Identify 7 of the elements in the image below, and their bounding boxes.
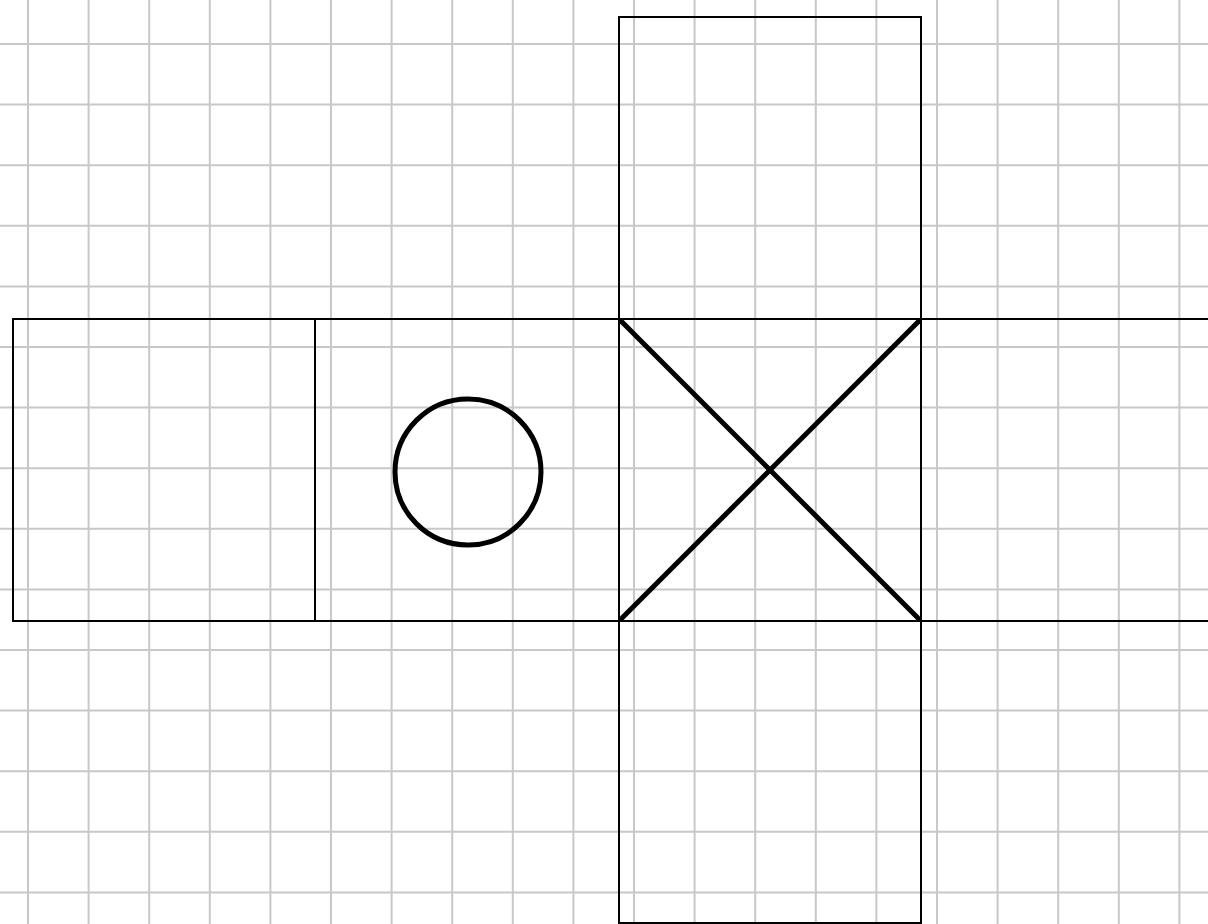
circle-mark xyxy=(392,396,544,548)
square-face xyxy=(618,620,922,924)
crossed-square xyxy=(618,318,922,622)
square-face xyxy=(618,16,922,320)
square-face xyxy=(920,318,1208,622)
square-face xyxy=(314,318,620,622)
square-face xyxy=(12,318,316,622)
